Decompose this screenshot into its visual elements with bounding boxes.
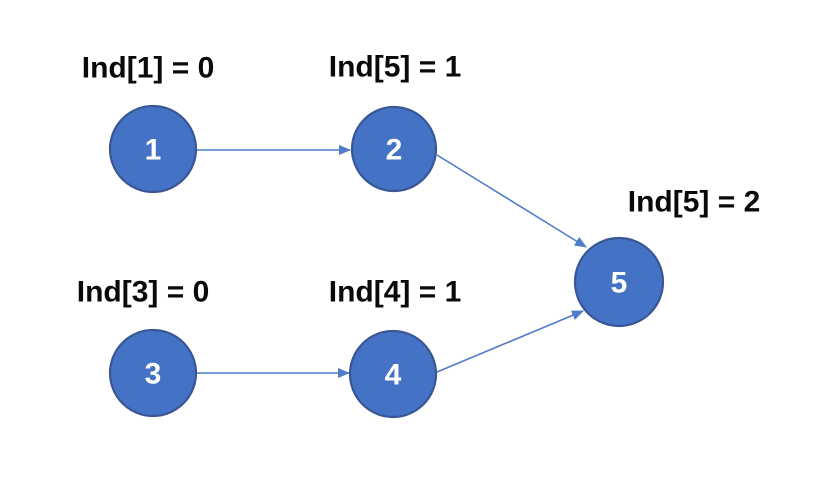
node-3-circle <box>108 328 198 418</box>
label-ind-5-second: Ind[5] = 2 <box>628 186 761 219</box>
node-2-circle <box>350 105 438 193</box>
label-ind-1: Ind[1] = 0 <box>82 52 215 85</box>
label-ind-4: Ind[4] = 1 <box>329 276 462 309</box>
node-2: 2 <box>350 105 438 193</box>
node-5: 5 <box>573 236 665 328</box>
node-3: 3 <box>108 328 198 418</box>
node-5-circle <box>573 236 665 328</box>
node-2-label: 2 <box>386 134 403 167</box>
label-ind-5-first: Ind[5] = 1 <box>329 51 462 84</box>
node-1-label: 1 <box>145 134 162 167</box>
node-4: 4 <box>348 329 438 419</box>
node-4-circle <box>348 329 438 419</box>
node-1: 1 <box>108 104 198 194</box>
node-3-label: 3 <box>145 358 162 391</box>
node-1-circle <box>108 104 198 194</box>
edge-2-to-5 <box>436 154 587 248</box>
label-ind-3: Ind[3] = 0 <box>77 276 210 309</box>
node-4-label: 4 <box>385 359 402 392</box>
node-5-label: 5 <box>611 267 628 300</box>
edge-4-to-5 <box>436 310 584 373</box>
